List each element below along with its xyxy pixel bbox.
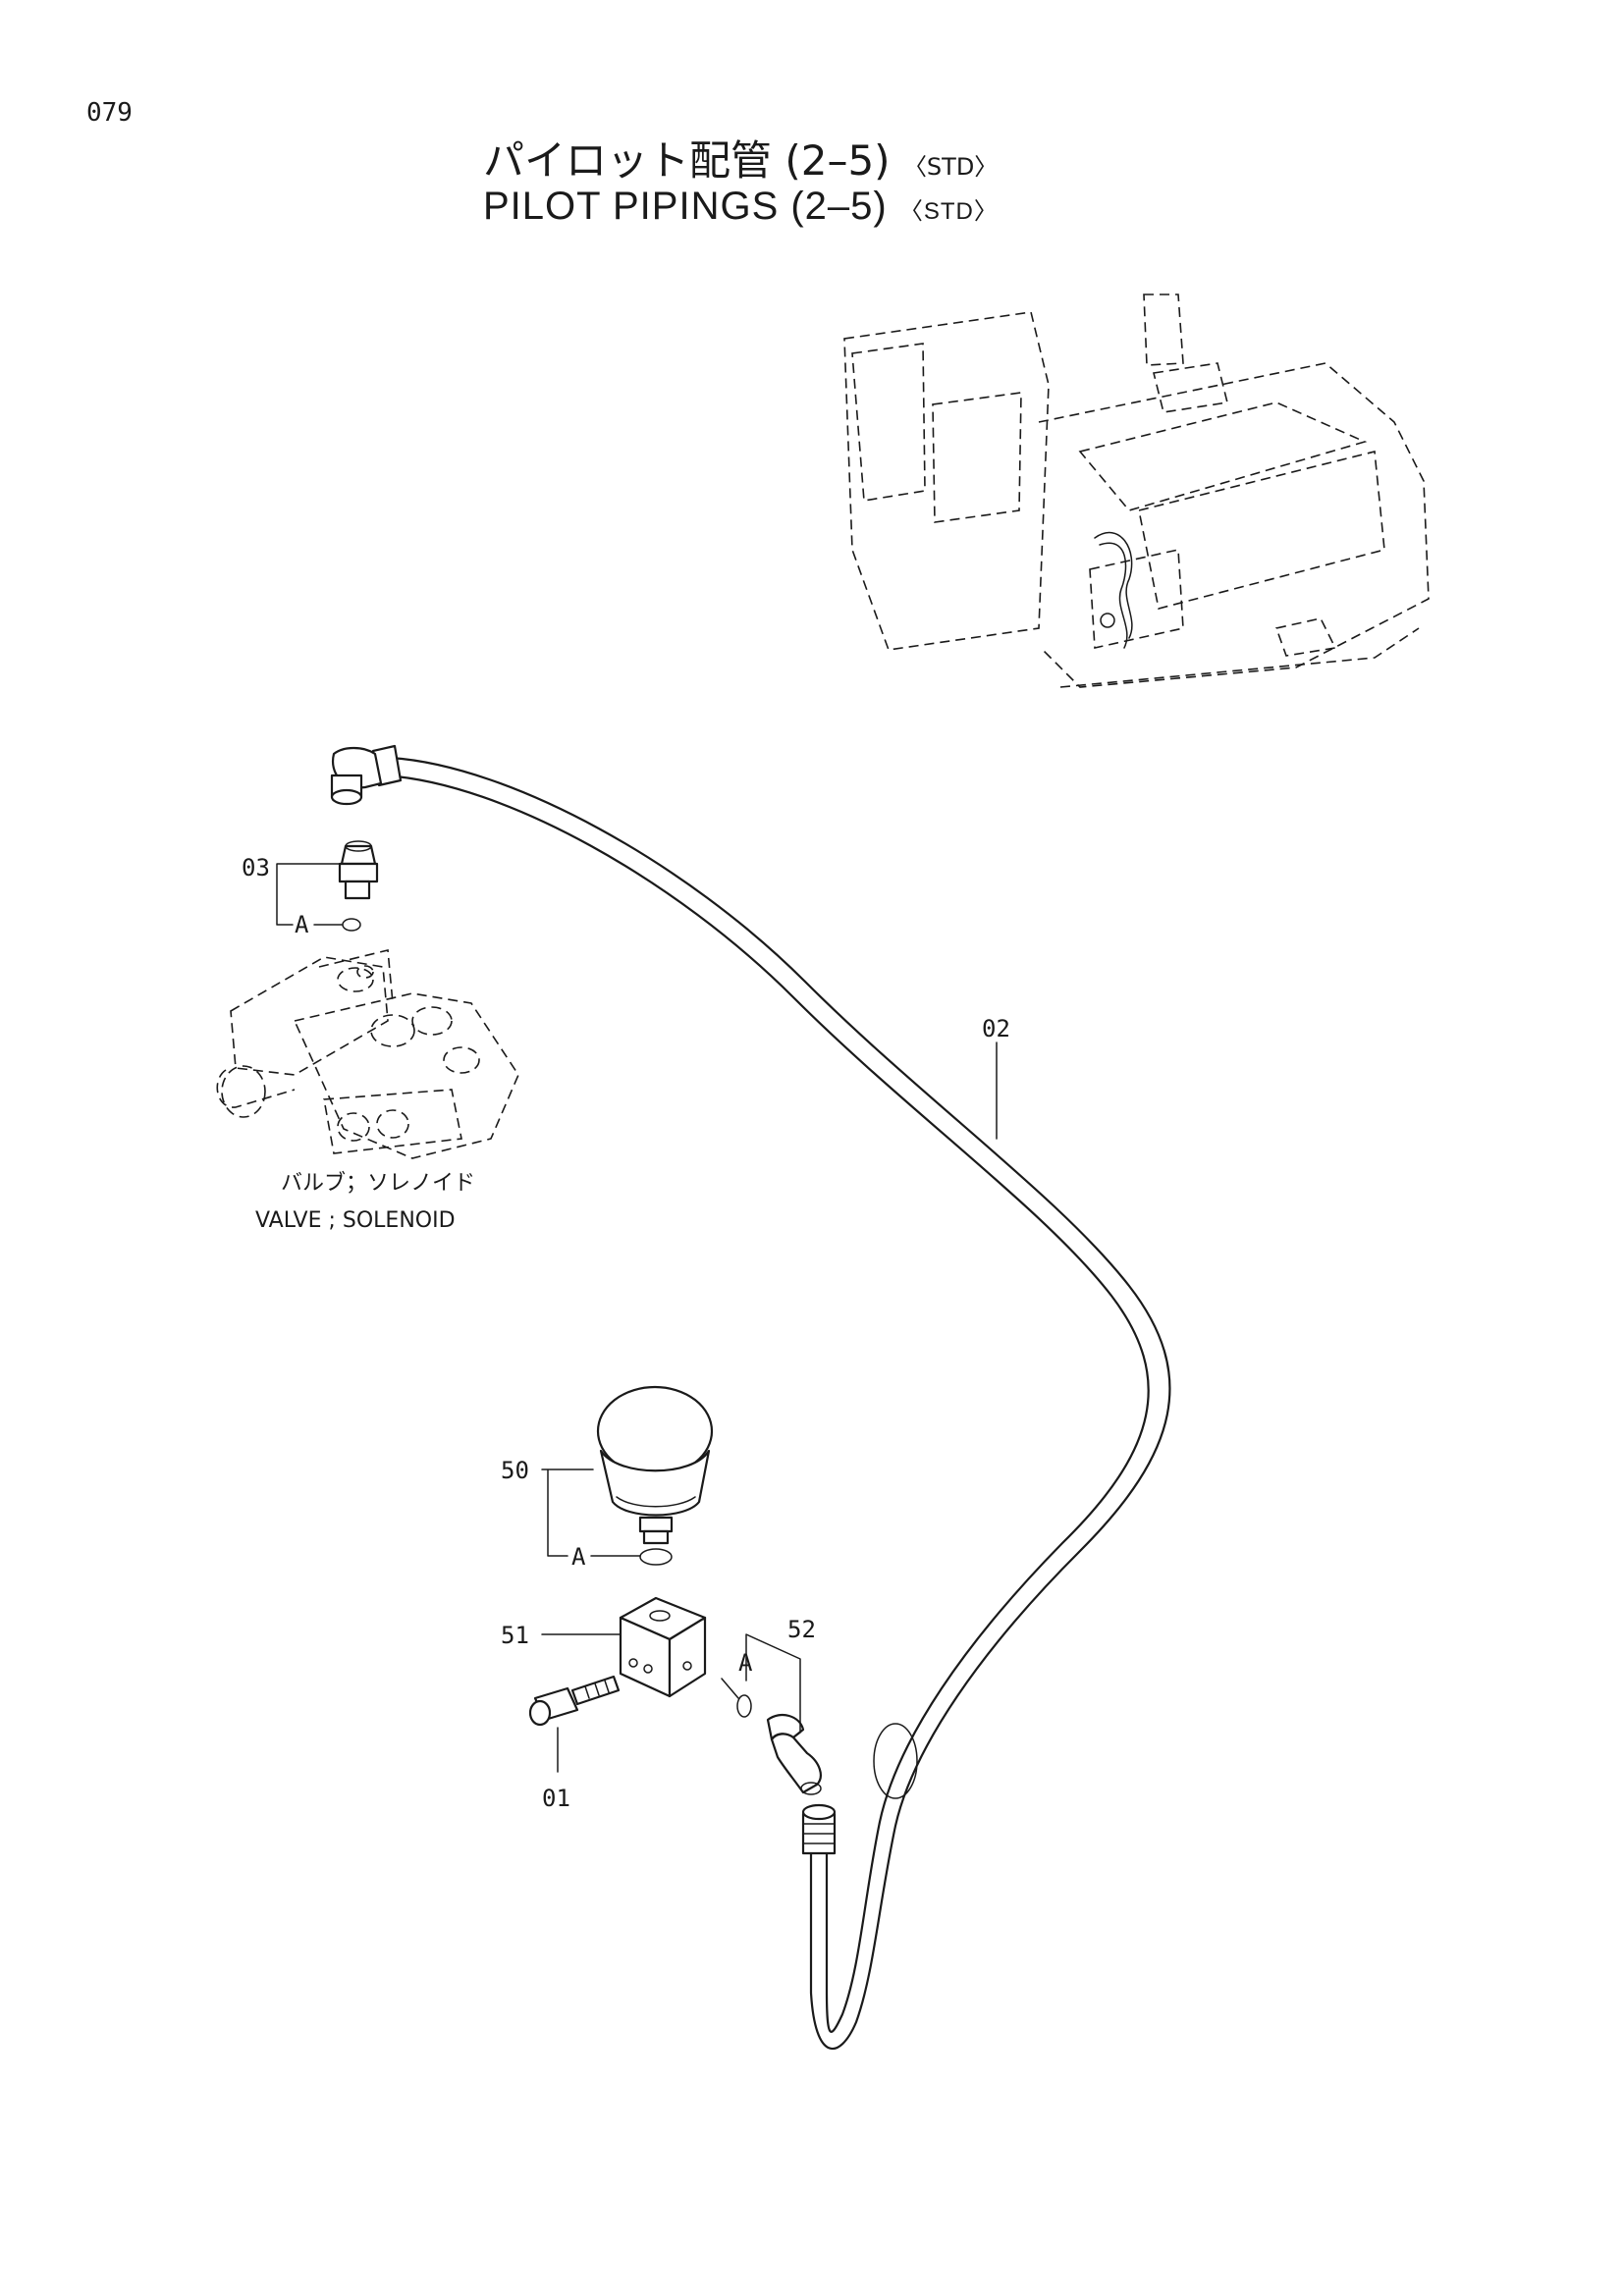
callout-01: 01 <box>542 1785 570 1812</box>
title-en-variant: 〈STD〉 <box>898 198 999 225</box>
title-jp-text: パイロット配管 (2–5) <box>483 136 891 185</box>
ref-a-50: A <box>571 1543 586 1571</box>
ref-a-03: A <box>295 911 309 938</box>
connector-03: 03 A <box>242 840 379 938</box>
hose-02: 02 <box>330 744 1171 2051</box>
ref-a-52: A <box>738 1649 753 1677</box>
o-ring-accumulator <box>639 1548 673 1566</box>
valve-caption-jp: バルブ；ソレノイド <box>281 1171 475 1196</box>
title-english: PILOT PIPINGS (2–5) 〈STD〉 <box>483 185 999 229</box>
title-jp-variant: 〈STD〉 <box>902 153 999 181</box>
block-51: 51 <box>501 1596 707 1698</box>
title-en-text: PILOT PIPINGS (2–5) <box>483 185 888 228</box>
callout-52: 52 <box>787 1616 816 1643</box>
elbow-52: 52 A <box>721 1616 822 1795</box>
page-number: 079 <box>86 98 133 128</box>
title-japanese: パイロット配管 (2–5) 〈STD〉 <box>483 128 998 187</box>
o-ring-elbow <box>736 1694 752 1718</box>
bolt-01: 01 <box>528 1675 621 1812</box>
callout-51: 51 <box>501 1622 529 1649</box>
solenoid-valve: バルブ；ソレノイド VALVE ; SOLENOID <box>216 949 519 1233</box>
valve-caption-en: VALVE ; SOLENOID <box>255 1208 456 1233</box>
accumulator-50: 50 A <box>501 1385 714 1571</box>
callout-50: 50 <box>501 1457 529 1484</box>
callout-03: 03 <box>242 854 270 881</box>
callout-02: 02 <box>982 1015 1010 1042</box>
excavator-location-view <box>843 294 1430 688</box>
o-ring-top <box>342 918 361 932</box>
